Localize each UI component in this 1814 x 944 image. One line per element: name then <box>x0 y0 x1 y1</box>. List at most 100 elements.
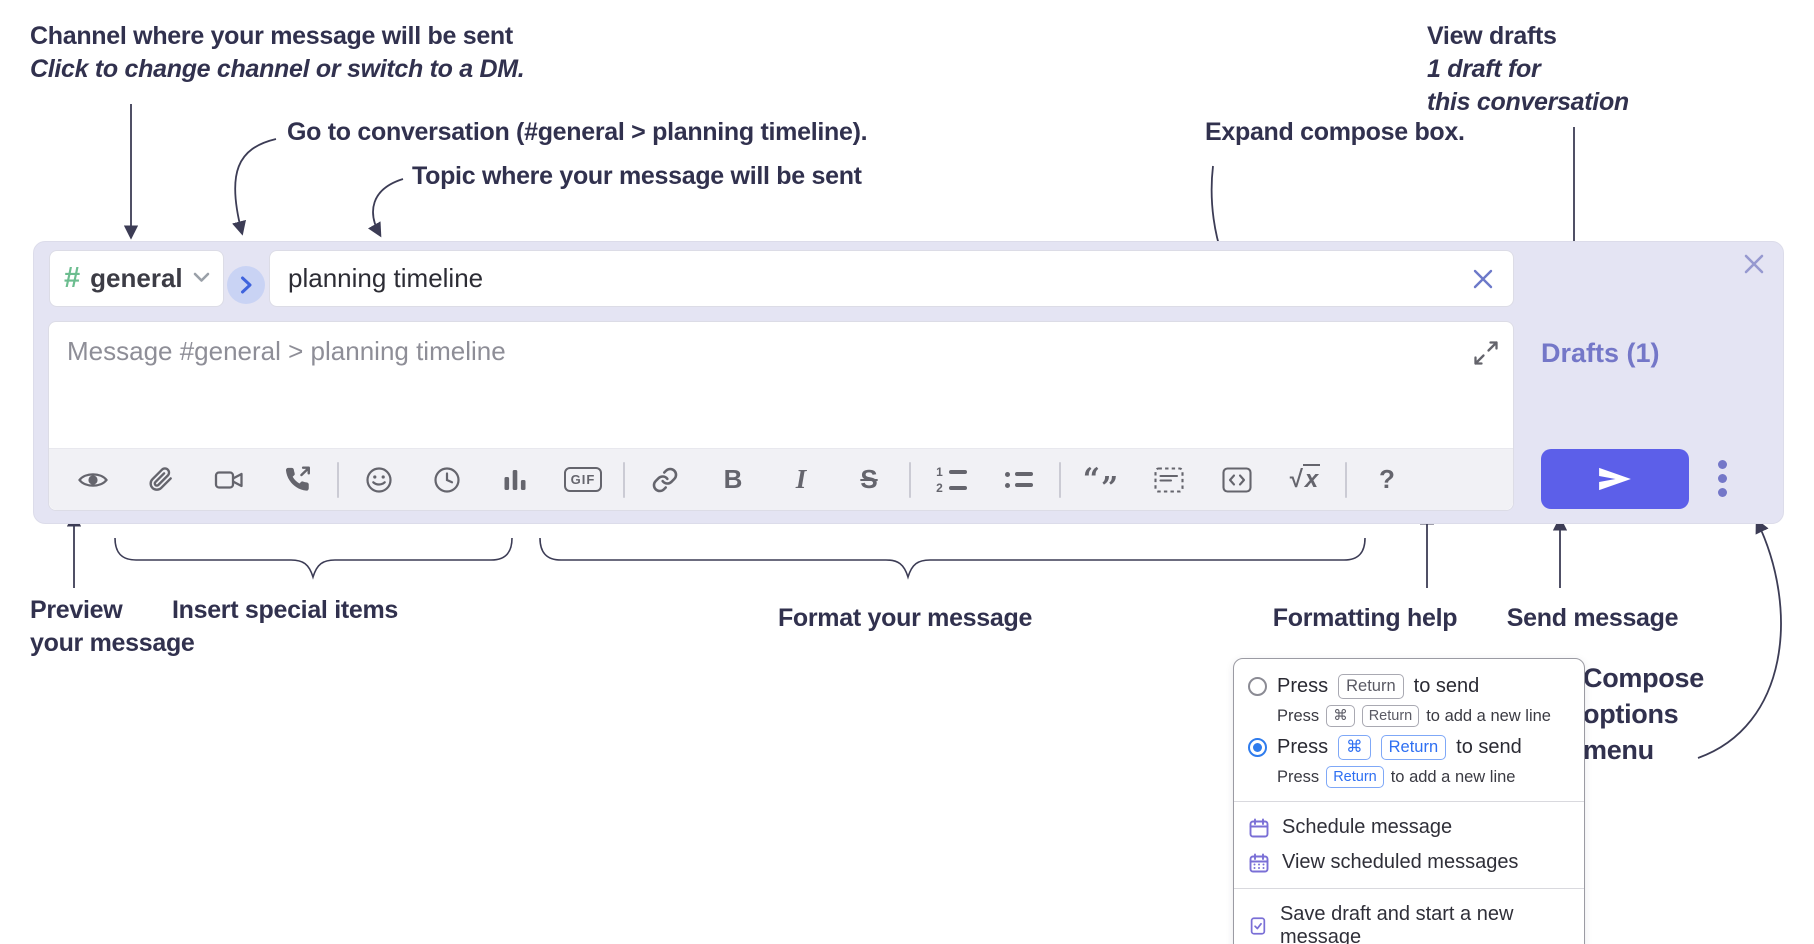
toolbar-divider <box>1345 461 1347 498</box>
chevron-right-icon <box>241 276 252 294</box>
topic-input[interactable]: planning timeline <box>269 250 1514 307</box>
radio-unselected-icon[interactable] <box>1248 677 1267 696</box>
compose-options-note: Compose options menu <box>1583 663 1704 765</box>
link-button[interactable] <box>631 456 699 504</box>
channel-selector[interactable]: # general <box>49 250 224 307</box>
radio-selected-icon[interactable] <box>1248 738 1267 757</box>
return-key: Return <box>1338 674 1404 699</box>
phone-call-icon <box>285 466 310 491</box>
option-enter-to-send[interactable]: Press Return to send <box>1234 671 1584 702</box>
view-scheduled-messages-item[interactable]: View scheduled messages <box>1234 845 1584 880</box>
toolbar-divider <box>909 461 911 498</box>
smiley-icon <box>366 466 392 493</box>
strikethrough-icon: S <box>860 464 878 494</box>
bulleted-list-button[interactable] <box>985 456 1053 504</box>
channel-hash-icon: # <box>64 262 81 294</box>
return-key: Return <box>1380 735 1447 760</box>
schedule-message-item[interactable]: Schedule message <box>1234 810 1584 845</box>
formatting-help-note: Formatting help <box>1272 604 1458 632</box>
clear-topic-icon[interactable] <box>1471 267 1495 291</box>
option-enter-subtext: Press ⌘ Return to add a new line <box>1234 702 1584 732</box>
insert-brace <box>114 537 513 580</box>
send-icon <box>1599 467 1631 491</box>
ellipsis-dot <box>1718 474 1727 483</box>
toolbar-divider <box>623 461 625 498</box>
topic-arrow <box>367 178 404 238</box>
save-draft-item[interactable]: Save draft and start a new message <box>1234 897 1584 944</box>
message-formatting-button[interactable]: ? <box>1353 456 1421 504</box>
bar-chart-icon <box>504 469 526 490</box>
compose-options-arrow <box>1697 518 1782 759</box>
return-key: Return <box>1361 705 1420 727</box>
ellipsis-dot <box>1718 460 1727 469</box>
topic-value: planning timeline <box>288 263 484 293</box>
bold-icon: B <box>723 464 743 494</box>
video-camera-icon <box>214 470 243 489</box>
preview-button[interactable] <box>59 456 127 504</box>
toolbar-divider <box>1059 461 1061 498</box>
message-placeholder: Message #general > planning timeline <box>67 336 506 366</box>
compose-box: # general planning timeline Message #gen… <box>33 241 1784 524</box>
add-poll-button[interactable] <box>481 456 549 504</box>
channel-name: general <box>90 263 183 293</box>
return-key: Return <box>1326 766 1384 788</box>
document-check-icon <box>1250 917 1266 935</box>
italic-icon: I <box>795 464 807 494</box>
goto-note: Go to conversation (#general > planning … <box>287 118 868 146</box>
quote-icon: “” <box>1082 461 1120 506</box>
toolbar-divider <box>337 461 339 498</box>
calendar-grid-icon <box>1249 853 1269 872</box>
option-cmd-enter-to-send[interactable]: Press ⌘ Return to send <box>1234 732 1584 763</box>
start-video-call-button[interactable] <box>195 456 263 504</box>
attach-file-button[interactable] <box>127 456 195 504</box>
code-button[interactable] <box>1203 456 1271 504</box>
gif-icon: GIF <box>563 467 603 492</box>
clock-icon <box>434 466 460 493</box>
compose-options-popup: Press Return to send Press ⌘ Return to a… <box>1233 658 1585 944</box>
bulleted-list-icon <box>1005 471 1033 488</box>
popup-divider <box>1234 888 1584 889</box>
drafts-note: View drafts 1 draft for this conversatio… <box>1427 22 1629 116</box>
strikethrough-button[interactable]: S <box>835 456 903 504</box>
cmd-key: ⌘ <box>1326 705 1355 727</box>
quote-button[interactable]: “” <box>1067 456 1135 504</box>
format-note: Format your message <box>777 604 1033 632</box>
format-brace <box>539 537 1366 580</box>
emoji-button[interactable] <box>345 456 413 504</box>
expand-compose-icon[interactable] <box>1473 340 1499 366</box>
code-icon <box>1222 466 1252 493</box>
chevron-down-icon <box>193 270 210 288</box>
channel-note-bold: Channel <box>30 22 127 50</box>
numbered-list-icon: 1 2 <box>936 466 967 494</box>
spoiler-button[interactable] <box>1135 456 1203 504</box>
send-note: Send message <box>1506 604 1679 632</box>
ellipsis-dot <box>1718 488 1727 497</box>
insert-note: Insert special items <box>171 596 399 624</box>
math-icon: √x <box>1289 463 1321 493</box>
drafts-link[interactable]: Drafts (1) <box>1541 338 1660 368</box>
message-textarea[interactable]: Message #general > planning timeline <box>48 321 1514 511</box>
go-to-conversation-button[interactable] <box>227 266 265 304</box>
math-button[interactable]: √x <box>1271 456 1339 504</box>
preview-note: Preview your message <box>30 596 195 657</box>
expand-note: Expand compose box. <box>1205 118 1465 146</box>
italic-button[interactable]: I <box>767 456 835 504</box>
compose-toolbar: GIF B I S 1 2 <box>49 448 1513 510</box>
calendar-icon <box>1249 818 1269 837</box>
option-cmd-enter-subtext: Press Return to add a new line <box>1234 763 1584 793</box>
compose-options-menu-button[interactable] <box>1718 460 1727 497</box>
spoiler-icon <box>1154 466 1184 493</box>
eye-icon <box>78 472 108 487</box>
close-compose-icon[interactable] <box>1739 249 1769 284</box>
add-global-time-button[interactable] <box>413 456 481 504</box>
topic-note: Topic where your message will be sent <box>412 162 862 190</box>
channel-note: Channel where your message will be sent … <box>30 20 525 86</box>
bold-button[interactable]: B <box>699 456 767 504</box>
send-button[interactable] <box>1541 449 1689 509</box>
start-voice-call-button[interactable] <box>263 456 331 504</box>
numbered-list-button[interactable]: 1 2 <box>917 456 985 504</box>
popup-divider <box>1234 801 1584 802</box>
add-gif-button[interactable]: GIF <box>549 456 617 504</box>
link-icon <box>652 467 678 492</box>
